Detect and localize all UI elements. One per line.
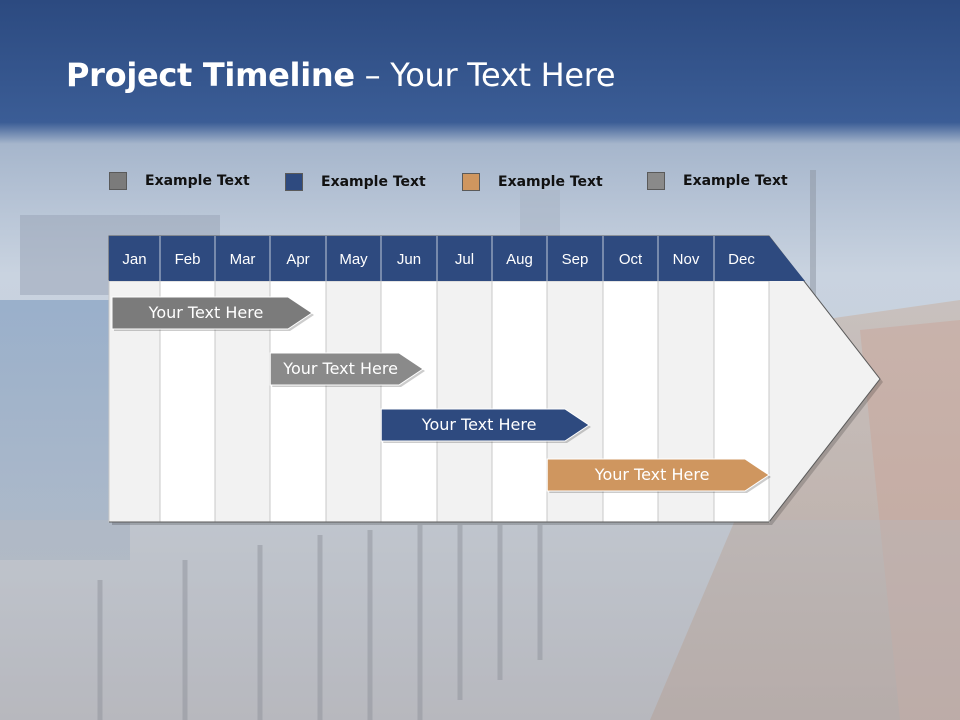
legend-item-4: Example Text: [647, 171, 788, 191]
legend-swatch-gray: [109, 172, 127, 190]
legend-swatch-blue: [285, 173, 303, 191]
month-header: Jan Feb Mar Apr May Jun Jul Aug Sep Oct Nov Dec: [109, 236, 805, 281]
legend-label: Example Text: [321, 174, 426, 190]
task-bar-shape[interactable]: [546, 458, 770, 492]
legend-label: Example Text: [145, 173, 250, 189]
task-bar-label: Your Text Here: [421, 415, 537, 434]
month-column: [380, 280, 438, 523]
month-label: Nov: [673, 251, 700, 268]
month-label: May: [339, 251, 368, 268]
month-label: Jan: [122, 251, 146, 268]
task-bar[interactable]: Your Text Here: [546, 458, 771, 493]
month-label: Jul: [455, 251, 474, 268]
task-bar-shape[interactable]: [269, 352, 424, 386]
month-label: Dec: [728, 251, 755, 268]
month-label: Oct: [619, 251, 643, 268]
month-label: Aug: [506, 251, 533, 268]
legend-swatch-gray-light: [647, 172, 665, 190]
task-bar-label: Your Text Here: [148, 303, 264, 322]
month-header-band: [109, 236, 805, 281]
month-label: Apr: [286, 251, 309, 268]
month-column: [325, 280, 382, 523]
task-bar-label: Your Text Here: [282, 359, 398, 378]
month-column: [491, 280, 548, 523]
legend-item-2: Example Text: [285, 172, 426, 192]
task-bar-label: Your Text Here: [594, 465, 710, 484]
legend-item-3: Example Text: [462, 172, 603, 192]
legend-label: Example Text: [683, 173, 788, 189]
task-bar[interactable]: Your Text Here: [111, 296, 314, 331]
slide-title: Project Timeline – Your Text Here: [66, 56, 616, 94]
slide-title-bold: Project Timeline: [66, 56, 355, 94]
legend-item-1: Example Text: [109, 171, 250, 191]
task-bar[interactable]: Your Text Here: [380, 408, 591, 443]
task-bar-shape[interactable]: [111, 296, 313, 330]
legend-swatch-tan: [462, 173, 480, 191]
month-label: Feb: [175, 251, 201, 268]
month-label: Sep: [562, 251, 589, 268]
task-bar[interactable]: Your Text Here: [269, 352, 425, 387]
month-label: Jun: [397, 251, 421, 268]
month-column: [436, 280, 493, 523]
legend-label: Example Text: [498, 174, 603, 190]
month-label: Mar: [230, 251, 256, 268]
task-bar-shape[interactable]: [380, 408, 590, 442]
slide-title-rest: – Your Text Here: [354, 56, 616, 94]
